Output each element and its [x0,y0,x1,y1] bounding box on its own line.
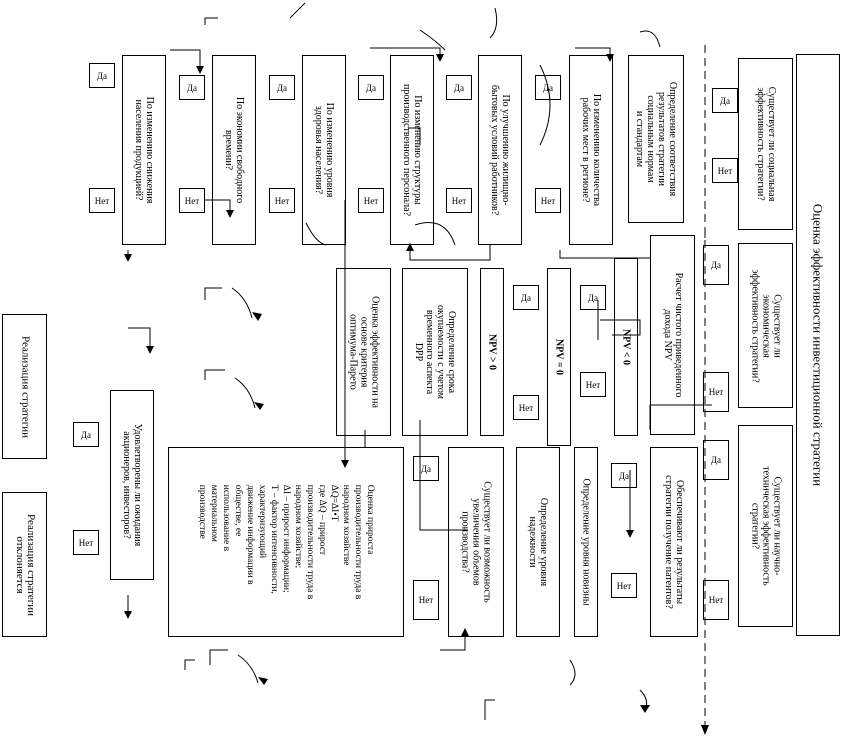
yes-goods: Да [89,63,115,88]
goods-box: По изменению снижения населения продукци… [122,55,166,245]
npv-calc-box: Расчет чистого приведенного дохода NPV [650,235,695,435]
q-economic-box: Существует ли экономическая эффективност… [738,243,793,408]
yes-investors: Да [73,422,99,447]
investors-box: Удовлетворены ли ожидания акционеров, ин… [110,390,154,580]
structure-box: По изменению структуры производственного… [390,55,434,245]
no-structure: Нет [358,188,384,213]
dpp-box: Определение срока окупаемости с учетом в… [402,268,468,436]
housing-box: По улучшению жилищно- бытовых условий ра… [478,55,522,245]
npv-zero-box: NPV = 0 [547,268,571,446]
yes-economic: Да [703,245,729,285]
no-social: Нет [712,158,738,183]
yes-health: Да [269,75,295,100]
no-patents: Нет [611,573,637,598]
q-tech-box: Существует ли научно- техническая эффект… [738,425,793,627]
novelty-box: Определение уровня новизны [574,447,598,637]
social-norms-box: Определение соответствия результатов стр… [628,55,684,223]
no-jobs: Нет [535,188,561,213]
q-social-box: Существует ли социальная эффективность с… [738,58,793,230]
q-volume-box: Существует ли возможность увеличения объ… [448,447,504,637]
yes-free-time: Да [179,75,205,100]
reliability-box: Определение уровня надежности [516,447,560,637]
no-free-time: Нет [179,188,205,213]
yes-volume: Да [413,456,439,481]
jobs-box: По изменению количества рабочих мест в р… [569,55,613,245]
no-investors: Нет [73,530,99,555]
no-volume: Нет [413,580,439,620]
title-box: Оценка эффективности инвестиционной стра… [796,54,840,636]
strategy-rejected-box: Реализация стратегии отклоняется [2,492,47,637]
labor-box: Оценка прироста производительности труда… [168,447,404,637]
no-housing: Нет [446,188,472,213]
yes-housing: Да [446,75,472,100]
yes-npv-zero: Да [513,285,539,310]
yes-structure: Да [358,75,384,100]
yes-npv-neg: Да [580,285,606,310]
no-tech: Нет [703,580,729,620]
health-box: По изменению уровня здоровья населения? [302,55,346,245]
yes-patents: Да [611,463,637,488]
no-npv-neg: Нет [580,372,606,397]
no-npv-zero: Нет [513,395,539,420]
yes-social: Да [712,88,738,113]
free-time-box: По экономии свободного времени? [212,55,256,245]
yes-tech: Да [703,440,729,480]
strategy-done-box: Реализация стратегии [2,314,47,459]
no-health: Нет [269,188,295,213]
npv-neg-box: NPV < 0 [614,258,638,436]
q-patents-box: Обеспечивают ли результаты стратегии пол… [650,447,698,637]
npv-pos-box: NPV > 0 [480,268,504,436]
no-goods: Нет [89,188,115,213]
